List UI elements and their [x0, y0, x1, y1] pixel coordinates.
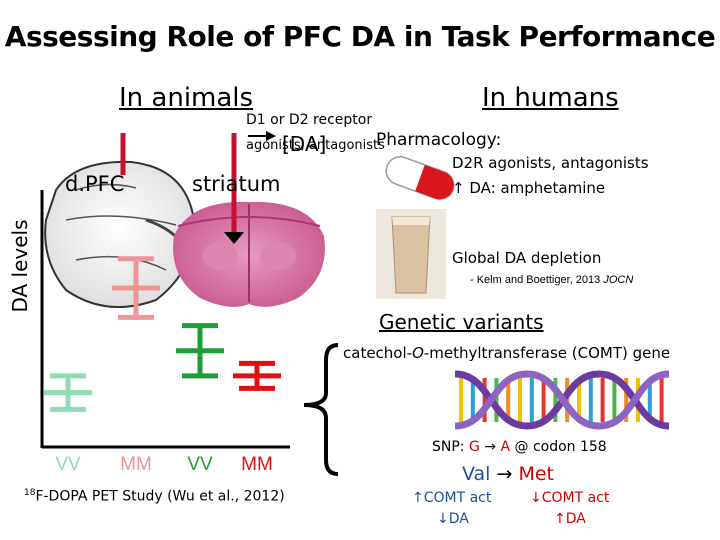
y-axis-label: DA levels — [8, 219, 32, 313]
category-label-1: VV — [55, 454, 81, 475]
met-comt-activity: ↓COMT act — [530, 490, 610, 506]
depletion-ref-text: - Kelm and Boettiger, 2013 — [470, 274, 604, 286]
gene-name-a: catechol- — [343, 344, 413, 362]
dpfc-label: d.PFC — [65, 172, 125, 196]
val-met-arrow: → — [490, 463, 519, 485]
comt-gene-label: catechol-O-methyltransferase (COMT) gene — [343, 344, 670, 362]
y-axis-label-wrap: DA levels — [2, 196, 38, 336]
gene-name-o: O — [412, 344, 424, 362]
da-bracket-label: [DA] — [282, 132, 327, 156]
mouse-brain-coronal-image — [173, 201, 325, 307]
slide-title: Assessing Role of PFC DA in Task Perform… — [4, 20, 716, 53]
pharmacology-line-2: ↑ DA: amphetamine — [452, 179, 606, 197]
val-da-level: ↓DA — [437, 511, 469, 527]
snp-a: A — [500, 439, 511, 455]
snp-suffix: @ codon 158 — [510, 439, 607, 455]
pet-caption-text: F-DOPA PET Study (Wu et al., 2012) — [35, 488, 285, 505]
depletion-ref-journal: JOCN — [603, 274, 634, 286]
met-da-level: ↑DA — [554, 511, 586, 527]
category-label-3: VV — [187, 454, 213, 475]
val-label: Val — [462, 463, 491, 485]
genetic-variants-heading: Genetic variants — [379, 310, 544, 334]
pet-caption-sup: 18 — [24, 488, 36, 498]
animals-heading: In animals — [119, 83, 254, 113]
pharmacology-line-1: D2R agonists, antagonists — [452, 154, 649, 172]
genetic-brace — [303, 343, 339, 476]
receptor-note-2: agonists, antagonists — [246, 138, 385, 153]
val-comt-activity: ↑COMT act — [412, 490, 492, 506]
pet-study-caption: 18F-DOPA PET Study (Wu et al., 2012) — [24, 488, 285, 505]
depletion-label: Global DA depletion — [452, 249, 602, 267]
val-met-label: Val → Met — [462, 463, 554, 485]
dna-helix-image — [455, 370, 669, 430]
humans-heading: In humans — [482, 83, 619, 113]
down-arrow-head — [224, 232, 244, 244]
snp-arrow: → — [479, 439, 501, 455]
category-label-4: MM — [241, 454, 273, 475]
pharmacology-label: Pharmacology: — [376, 130, 502, 150]
snp-g: G — [468, 439, 480, 455]
snp-label: SNP: G → A @ codon 158 — [432, 439, 607, 455]
category-label-2: MM — [120, 454, 152, 475]
depletion-reference: - Kelm and Boettiger, 2013 JOCN — [470, 274, 633, 286]
snp-prefix: SNP: — [432, 439, 469, 455]
right-arrow-head — [266, 131, 276, 141]
receptor-note: D1 or D2 receptor — [246, 112, 373, 128]
met-label: Met — [518, 463, 554, 485]
gene-name-b: -methyltransferase (COMT) gene — [423, 344, 671, 362]
shake-glass-image — [376, 209, 446, 299]
pill-image — [385, 156, 455, 200]
striatum-label: striatum — [192, 172, 281, 196]
